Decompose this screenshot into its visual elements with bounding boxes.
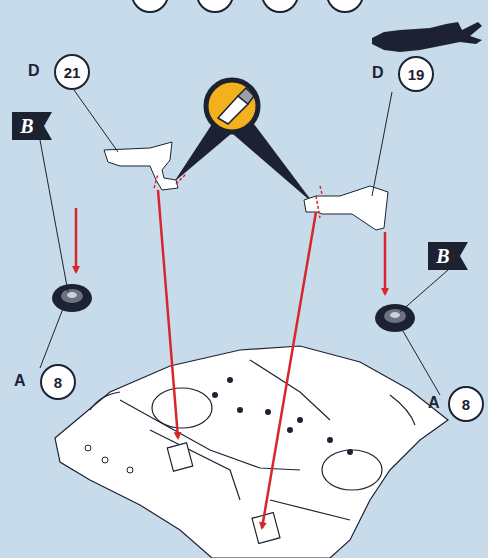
callout-number: 8 xyxy=(40,364,76,400)
sheet-letter: B xyxy=(428,242,458,270)
knife-callout xyxy=(174,80,314,204)
sprue-letter: D xyxy=(28,62,40,80)
part-callout: A8 xyxy=(428,386,484,422)
part-callout: A8 xyxy=(14,364,76,400)
sheet-letter: B xyxy=(12,112,42,140)
rivet-dots xyxy=(212,377,353,455)
sprue-letter: D xyxy=(372,64,384,82)
flag-outline xyxy=(428,242,468,270)
sheet-flag: B xyxy=(428,242,468,270)
assembly-arrows xyxy=(76,190,385,528)
callout-number: 19 xyxy=(398,56,434,92)
step-circles xyxy=(132,0,363,12)
cut-marks xyxy=(154,174,322,218)
callout-number: 21 xyxy=(54,54,90,90)
sprue-letter: A xyxy=(428,394,440,412)
wheels xyxy=(52,284,415,332)
part-callout: D 19 xyxy=(372,56,434,92)
part-callout: D 21 xyxy=(28,54,90,90)
sheet-flag: B xyxy=(12,112,52,140)
leader-lines xyxy=(40,90,448,395)
flag-outline xyxy=(12,112,52,140)
wing-drawing xyxy=(55,346,448,558)
wing-holes xyxy=(85,445,133,473)
plane-silhouette xyxy=(372,22,482,52)
callout-number: 8 xyxy=(448,386,484,422)
strut-parts xyxy=(104,142,388,230)
sprue-letter: A xyxy=(14,372,26,390)
